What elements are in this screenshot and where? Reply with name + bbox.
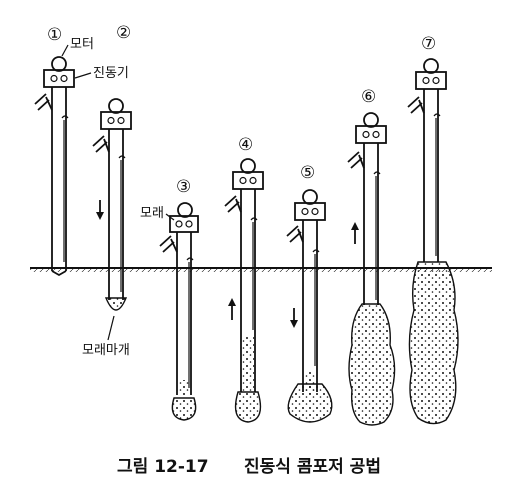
step-label-4: ④ (238, 135, 253, 155)
step-7-pile (407, 58, 459, 425)
step-3-pile (159, 202, 199, 421)
sand-leader (165, 213, 175, 221)
step-label-6: ⑥ (361, 87, 376, 107)
step-4-pile (224, 158, 264, 423)
ground-line (30, 267, 492, 272)
step-6-pile (347, 112, 396, 426)
step-2-pile (92, 98, 132, 311)
sand-plug-leader (107, 315, 115, 341)
step-label-2: ② (116, 23, 131, 43)
sand-label: 모래 (140, 206, 164, 221)
sand-plug-label: 모래마개 (82, 343, 130, 358)
figure-title: 진동식 콤포저 공법 (244, 457, 381, 477)
vibrator-leader (74, 72, 92, 79)
step-label-7: ⑦ (421, 34, 436, 54)
step-5-pile (286, 189, 333, 423)
motor-label: 모터 (70, 37, 94, 52)
step-label-1: ① (47, 25, 62, 45)
motor-leader (61, 44, 69, 57)
step-label-5: ⑤ (300, 163, 315, 183)
figure-number: 그림 12-17 (117, 457, 209, 477)
vibrator-label: 진동기 (93, 66, 129, 81)
step-1-pile (34, 56, 75, 277)
step-label-3: ③ (176, 177, 191, 197)
